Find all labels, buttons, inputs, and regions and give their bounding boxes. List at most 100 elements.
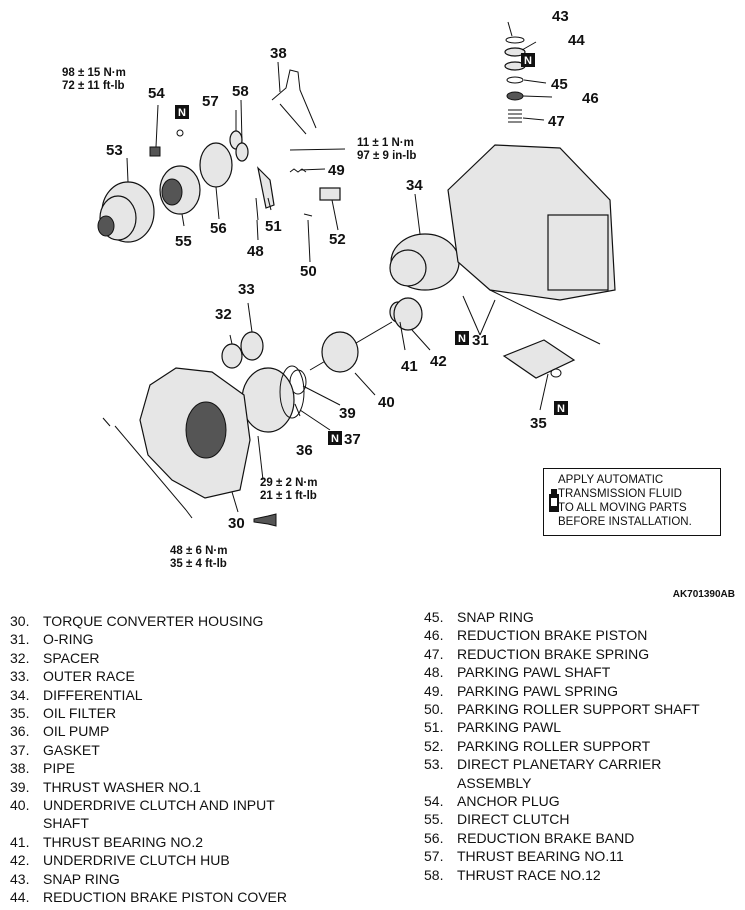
part-number: 55. [424, 811, 444, 828]
callout-40: 40 [378, 394, 395, 411]
torque-38-inlb: 97 ± 9 in-lb [357, 150, 416, 162]
parts-list-row: 44.REDUCTION BRAKE PISTON COVER [10, 888, 405, 906]
callout-41: 41 [401, 358, 418, 375]
part-name: SPACER [43, 649, 100, 666]
part-number: 30. [10, 613, 30, 629]
n-marker-44: N [524, 55, 532, 67]
part-number: 33. [10, 668, 30, 685]
part-number: 42. [10, 852, 30, 869]
n-markers: N N N N N [175, 53, 568, 445]
torque-54-ftlb: 72 ± 11 ft-lb [62, 80, 125, 92]
part-number: 41. [10, 833, 30, 850]
part-name: SNAP RING [43, 870, 120, 887]
parts-list-row: 34. DIFFERENTIAL [10, 686, 405, 704]
parts-list-row: 31.O-RING [10, 630, 405, 648]
part-number: 46. [424, 627, 444, 644]
callout-32: 32 [215, 306, 232, 323]
part-number: 56. [424, 829, 444, 846]
part-56-band [199, 142, 233, 188]
parts-list-row: 46. REDUCTION BRAKE PISTON [424, 626, 739, 644]
part-52-roller-support [319, 187, 341, 201]
torque-specs: 98 ± 15 N·m 72 ± 11 ft-lb 11 ± 1 N·m 97 … [62, 67, 416, 570]
part-name: DIRECT PLANETARY CARRIER [457, 756, 662, 773]
part-number: 36. [10, 723, 30, 740]
figure-id: AK701390AB [672, 589, 735, 600]
callout-49: 49 [328, 162, 345, 179]
parts-list-row: 42.UNDERDRIVE CLUTCH HUB [10, 851, 405, 869]
part-30-bore [185, 401, 227, 459]
callout-30: 30 [228, 515, 245, 532]
part-number: 50. [424, 701, 444, 718]
part-53-planetary-carrier [97, 181, 155, 243]
callout-58: 58 [232, 83, 249, 100]
parts-list-row: 49.PARKING PAWL SPRING [424, 682, 739, 700]
part-name: REDUCTION BRAKE PISTON [457, 627, 648, 644]
parts-list-row: 41. THRUST BEARING NO.2 [10, 833, 405, 851]
part-number [424, 774, 457, 792]
leader-lines [114, 21, 601, 513]
torque-38-nm: 11 ± 1 N·m [357, 137, 414, 149]
part-number: 53. [424, 756, 444, 773]
parts-list-row: 47.REDUCTION BRAKE SPRING [424, 645, 739, 663]
parts-list-row: 51.PARKING PAWL [424, 718, 739, 736]
part-37-gasket [279, 365, 305, 419]
parts-list-row: ASSEMBLY [424, 774, 739, 792]
callout-46: 46 [582, 90, 599, 107]
part-55-direct-clutch [159, 165, 201, 215]
part-number: 49. [424, 682, 444, 699]
parts-list-row: 38.PIPE [10, 759, 405, 777]
callout-38: 38 [270, 45, 287, 62]
part-34-differential [389, 233, 460, 291]
n-marker-31: N [458, 333, 466, 345]
part-number [10, 814, 43, 832]
part-number: 34. [10, 686, 30, 703]
callout-31: 31 [472, 332, 489, 349]
part-number: 31. [10, 631, 30, 648]
part-name: REDUCTION BRAKE SPRING [457, 645, 650, 662]
part-number: 43. [10, 870, 30, 887]
part-name: DIFFERENTIAL [43, 686, 143, 703]
parts-list-row: 58.THRUST RACE NO.12 [424, 866, 739, 884]
callout-36: 36 [296, 442, 313, 459]
part-name: PARKING ROLLER SUPPORT [457, 737, 651, 754]
n-marker-35: N [557, 403, 565, 415]
callout-39: 39 [339, 405, 356, 422]
parts-list-row: 50. PARKING ROLLER SUPPORT SHAFT [424, 700, 739, 718]
part-name: REDUCTION BRAKE PISTON COVER [43, 889, 288, 906]
part-valve-body [547, 214, 609, 291]
exploded-view-diagram: 53 54 55 56 57 58 38 49 51 48 52 50 34 4… [62, 8, 616, 570]
part-name: PARKING ROLLER SUPPORT SHAFT [457, 701, 700, 718]
parts-list-row: 30.TORQUE CONVERTER HOUSING [10, 612, 405, 630]
callout-43: 43 [552, 8, 569, 25]
parts-list-row: 57.THRUST BEARING NO.11 [424, 847, 739, 865]
parts-list-row: 39.THRUST WASHER NO.1 [10, 778, 405, 796]
callouts: 53 54 55 56 57 58 38 49 51 48 52 50 34 4… [106, 8, 599, 532]
part-number: 57. [424, 848, 444, 865]
part-43-47-brake-stack [504, 36, 526, 123]
bolt-lower [185, 509, 193, 519]
parts-list-row: 52.PARKING ROLLER SUPPORT [424, 737, 739, 755]
part-50-roller-shaft [303, 213, 313, 217]
parts-list-row: 35.OIL FILTER [10, 704, 405, 722]
callout-51: 51 [265, 218, 282, 235]
part-name: GASKET [43, 741, 100, 758]
parts-list-row: 48.PARKING PAWL SHAFT [424, 663, 739, 681]
part-number: 45. [424, 609, 444, 625]
n-marker-37: N [331, 433, 339, 445]
part-number: 54. [424, 793, 444, 810]
part-name: SNAP RING [457, 609, 534, 625]
parts-list-row: 36.OIL PUMP [10, 722, 405, 740]
callout-53: 53 [106, 142, 123, 159]
part-name: ASSEMBLY [457, 774, 532, 791]
part-name: PARKING PAWL SHAFT [457, 664, 611, 681]
part-36-oil-pump [241, 367, 295, 433]
part-number: 58. [424, 866, 444, 883]
parts-list-row: 33.OUTER RACE [10, 667, 405, 685]
part-name: THRUST BEARING NO.2 [43, 833, 203, 850]
atf-note-text: APPLY AUTOMATIC TRANSMISSION FLUID TO AL… [558, 474, 692, 528]
part-name: REDUCTION BRAKE BAND [457, 829, 635, 846]
part-number: 35. [10, 705, 30, 722]
part-number: 39. [10, 778, 30, 795]
parts-list-row: 55.DIRECT CLUTCH [424, 810, 739, 828]
